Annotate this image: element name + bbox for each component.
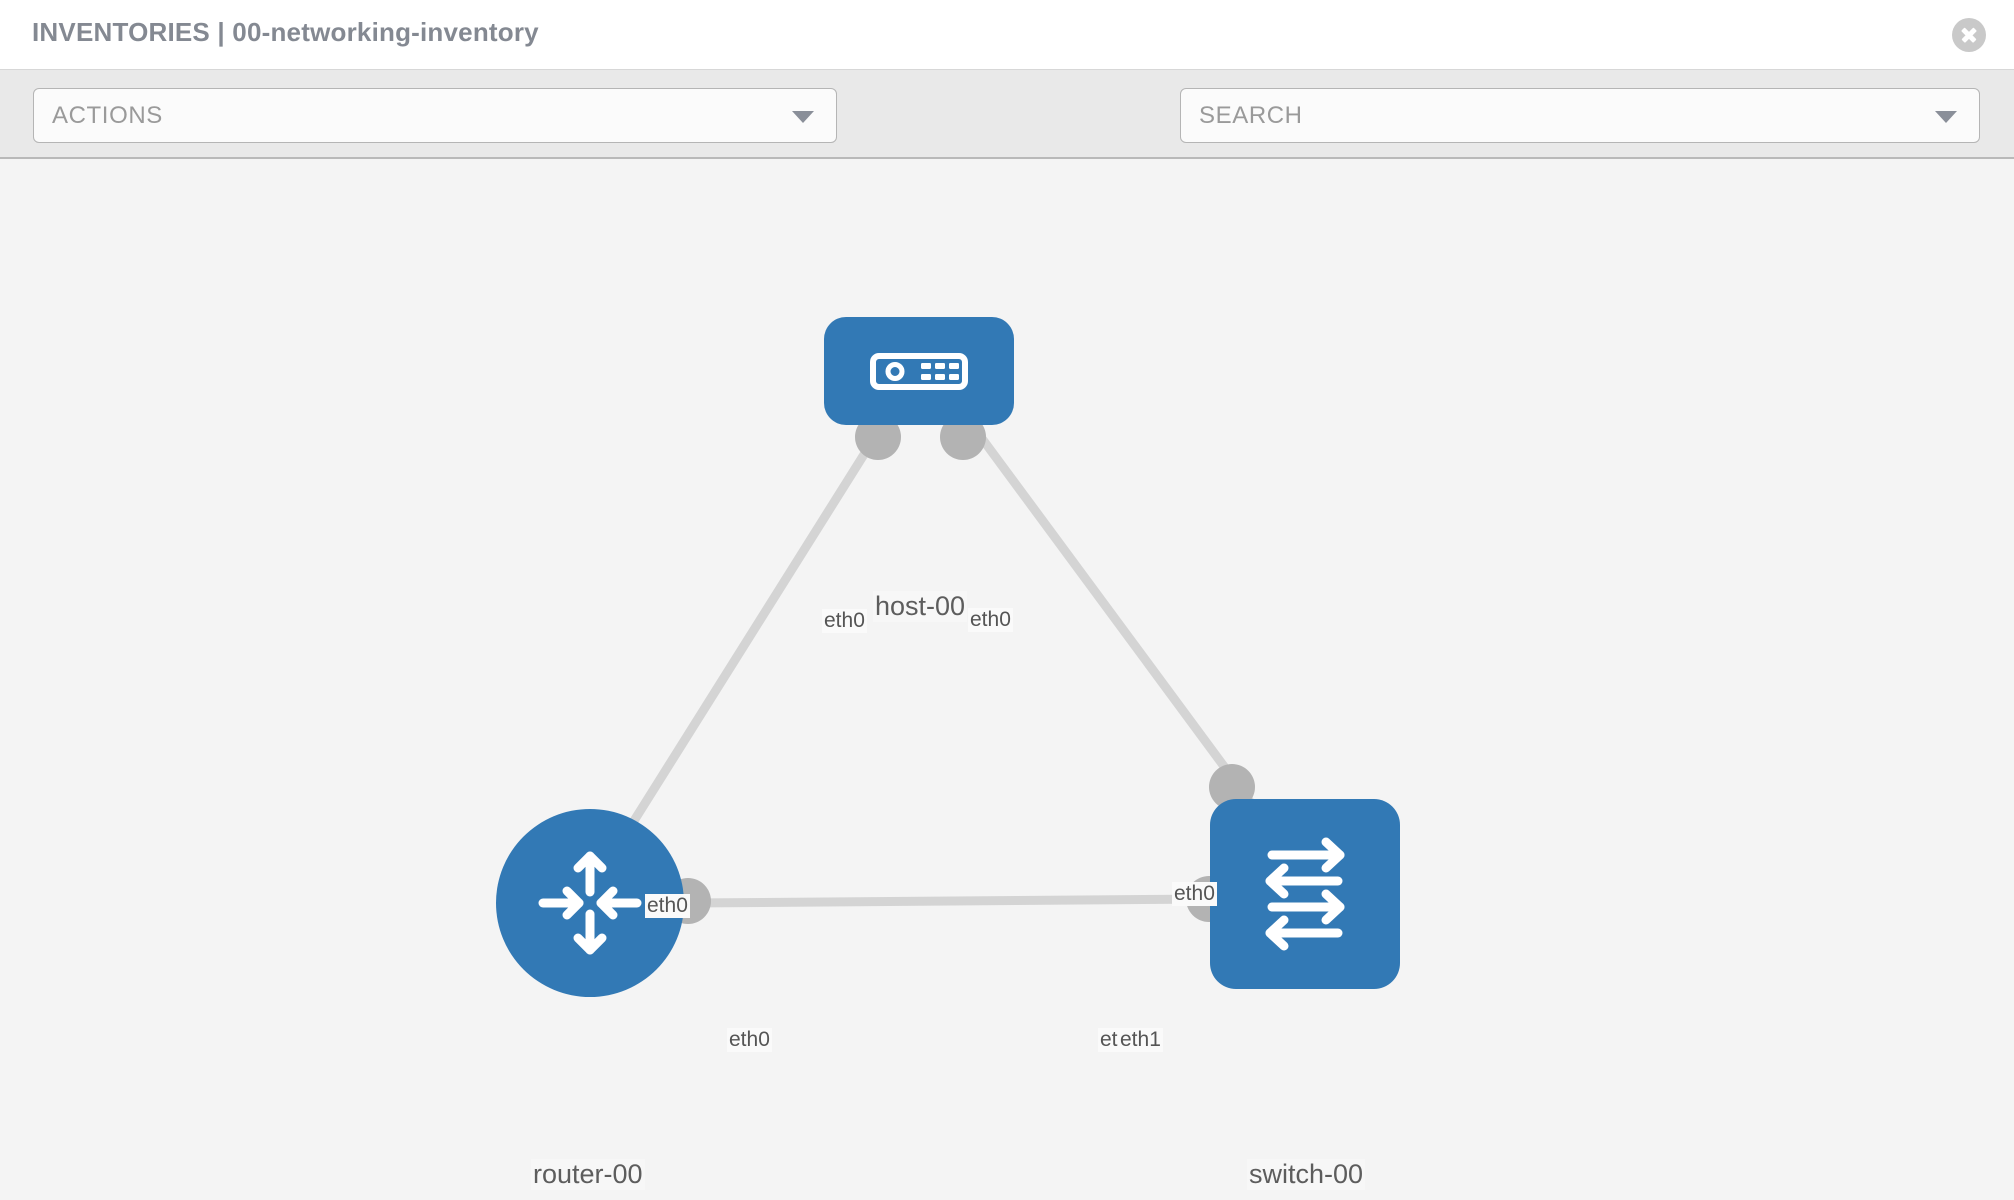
edge-label-switch-uplink: eth0 (1172, 882, 1217, 906)
topology-graph (605, 414, 1290, 924)
actions-dropdown[interactable]: ACTIONS (33, 88, 837, 143)
server-icon (870, 353, 968, 390)
connector-switch-eth0-top (1209, 764, 1255, 810)
toolbar: ACTIONS SEARCH (0, 70, 2014, 204)
node-label-host-00: host-00 (873, 591, 968, 622)
actions-dropdown-label: ACTIONS (52, 102, 163, 129)
close-icon[interactable] (1952, 18, 1986, 52)
edge-label-host-eth0-right: eth0 (968, 608, 1013, 632)
search-placeholder: SEARCH (1199, 102, 1303, 129)
connector-host-eth0-left (855, 414, 901, 460)
chevron-down-icon (792, 110, 814, 123)
edge-label-router-uplink: eth0 (645, 894, 690, 918)
router-arrows-icon (538, 851, 642, 955)
topology-canvas[interactable]: host-00 router-00 (0, 159, 2014, 1200)
node-switch-00[interactable] (1210, 799, 1400, 989)
topology-edges (605, 424, 1290, 908)
edge-label-switch-eth1: eth1 (1118, 1028, 1163, 1052)
node-label-router-00: router-00 (531, 1159, 645, 1190)
connector-host-eth0-right (940, 414, 986, 460)
node-label-switch-00: switch-00 (1247, 1159, 1366, 1190)
switch-arrows-icon (1265, 837, 1345, 951)
page-title: INVENTORIES | 00-networking-inventory (32, 17, 539, 47)
page-header: INVENTORIES | 00-networking-inventory (0, 0, 2014, 70)
chevron-down-icon (1935, 110, 1957, 123)
topology-connectors (665, 414, 1255, 924)
edge-label-router-eth0: eth0 (727, 1028, 772, 1052)
edge-label-host-eth0-left: eth0 (822, 609, 867, 633)
node-host-00[interactable] (824, 317, 1014, 425)
edge-router-host (605, 424, 885, 864)
edge-router-switch (685, 894, 1220, 908)
search-input[interactable]: SEARCH (1180, 88, 1980, 143)
